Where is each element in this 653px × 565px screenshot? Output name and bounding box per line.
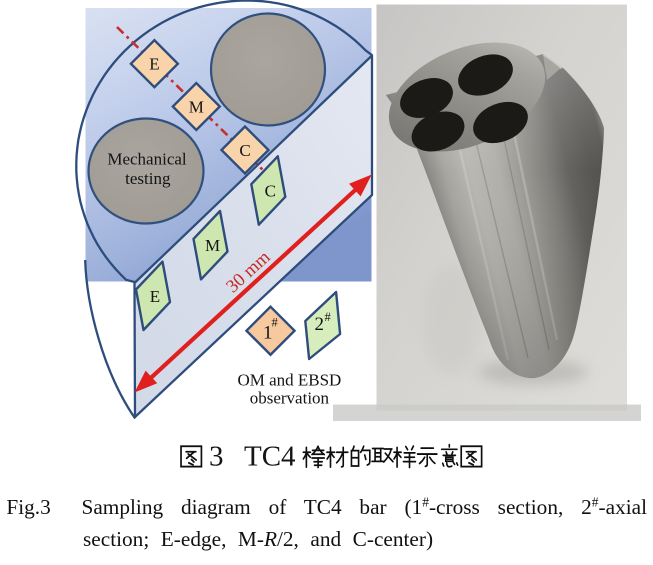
svg-text:section; E-edge, M-R/2, and C-: section; E-edge, M-R/2, and C-center): [83, 527, 433, 551]
svg-text:E: E: [149, 55, 159, 74]
svg-text:C: C: [239, 141, 250, 160]
svg-text:2: 2: [315, 314, 325, 335]
svg-text:testing: testing: [125, 169, 171, 188]
svg-text:Mechanical: Mechanical: [107, 149, 187, 168]
svg-text:M: M: [205, 236, 220, 255]
svg-text:#: #: [272, 316, 279, 330]
svg-text:M: M: [189, 98, 204, 117]
svg-text:C: C: [265, 182, 276, 201]
svg-text:1: 1: [263, 323, 273, 344]
svg-text:observation: observation: [250, 389, 330, 408]
svg-text:#: #: [325, 310, 332, 324]
svg-text:3: 3: [209, 441, 224, 473]
svg-text:OM and EBSD: OM and EBSD: [237, 371, 341, 390]
svg-text:TC4: TC4: [244, 441, 296, 473]
svg-text:E: E: [150, 287, 160, 306]
